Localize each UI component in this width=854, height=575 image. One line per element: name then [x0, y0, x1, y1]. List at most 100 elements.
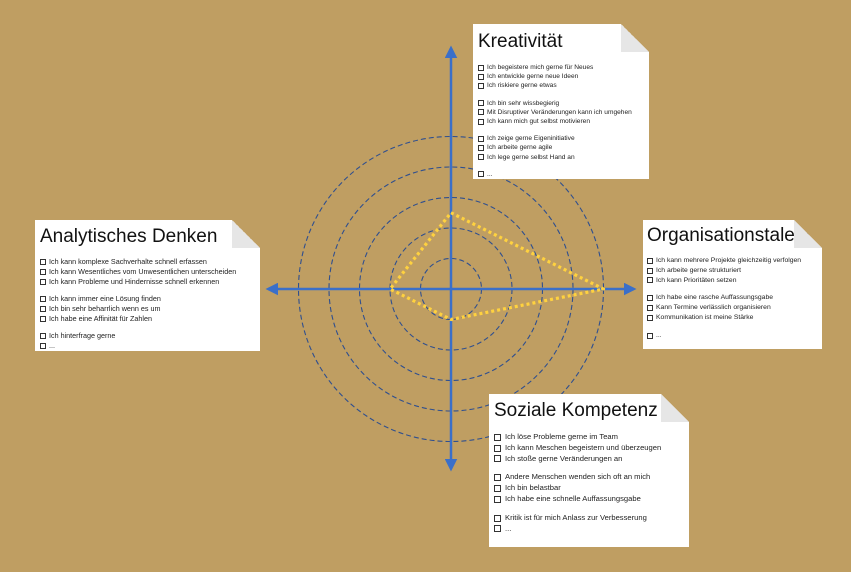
group-spacer	[647, 285, 822, 293]
frame-edge-right	[851, 0, 854, 575]
checkbox[interactable]	[40, 306, 46, 312]
checklist-item-label: Ich kann Prioritäten setzen	[656, 276, 737, 284]
checklist-item: Ich kann mich gut selbst motivieren	[478, 117, 649, 126]
checkbox[interactable]	[647, 305, 653, 311]
checklist-item: Ich kann Probleme und Hindernisse schnel…	[40, 277, 260, 287]
checkbox[interactable]	[478, 100, 484, 106]
checklist-item-label: Ich stoße gerne Veränderungen an	[505, 453, 623, 463]
checklist-item: ...	[647, 331, 822, 341]
note-title: Soziale Kompetenz	[494, 400, 658, 421]
checkbox[interactable]	[478, 65, 484, 71]
checklist-item: Ich löse Probleme gerne im Team	[494, 432, 689, 443]
note-title: Kreativität	[478, 31, 563, 52]
checklist-item: Ich bin sehr wissbegierig	[478, 99, 649, 108]
checklist-item-label: Ich bin sehr beharrlich wenn es um	[49, 304, 161, 313]
group-spacer	[478, 126, 649, 134]
checkbox[interactable]	[647, 268, 653, 274]
checklist-item-label: Ich arbeite gerne strukturiert	[656, 266, 742, 274]
checklist-item-label: Ich riskiere gerne etwas	[487, 82, 557, 90]
checklist-item: Ich entwickle gerne neue Ideen	[478, 72, 649, 81]
checklist-item: Ich bin sehr beharrlich wenn es um	[40, 304, 260, 314]
checklist-item: ...	[478, 170, 649, 179]
checklist-item: Ich habe eine schnelle Auffassungsgabe	[494, 494, 689, 505]
checklist-item: Ich habe eine rasche Auffassungsgabe	[647, 293, 822, 303]
checklist-item: Mit Disruptiver Veränderungen kann ich u…	[478, 108, 649, 117]
checklist-item: Ich kann immer eine Lösung finden	[40, 294, 260, 304]
checkbox[interactable]	[478, 119, 484, 125]
checklist-item-label: Ich bin sehr wissbegierig	[487, 99, 560, 107]
checklist-item: Ich lege gerne selbst Hand an	[478, 153, 649, 162]
checklist-item-label: Ich bin belastbar	[505, 483, 561, 493]
checklist-item: Ich arbeite gerne strukturiert	[647, 266, 822, 276]
checklist: Ich kann komplexe Sachverhalte schnell e…	[40, 257, 260, 351]
checkbox[interactable]	[40, 316, 46, 322]
checkbox[interactable]	[647, 277, 653, 283]
checklist-item-label: Ich arbeite gerne agile	[487, 144, 553, 152]
checklist-group: Ich hinterfrage gerne...	[40, 331, 260, 351]
checkbox[interactable]	[478, 83, 484, 89]
checkbox[interactable]	[647, 333, 653, 339]
checklist-item-label: Ich kann mich gut selbst motivieren	[487, 118, 590, 126]
checklist-item: Ich zeige gerne Eigeninitiative	[478, 134, 649, 143]
checklist-group: Kritik ist für mich Anlass zur Verbesser…	[494, 513, 689, 535]
checklist-item: Ich begeistere mich gerne für Neues	[478, 63, 649, 72]
note-kreativitaet: Kreativität Ich begeistere mich gerne fü…	[473, 24, 649, 179]
checklist-item-label: Ich kann immer eine Lösung finden	[49, 294, 161, 303]
group-spacer	[40, 287, 260, 294]
checkbox[interactable]	[478, 74, 484, 80]
checkbox[interactable]	[494, 434, 501, 441]
checkbox[interactable]	[40, 279, 46, 285]
group-spacer	[478, 162, 649, 170]
checklist-item-label: Ich zeige gerne Eigeninitiative	[487, 135, 575, 143]
note-soziale-kompetenz: Soziale Kompetenz Ich löse Probleme gern…	[489, 394, 689, 547]
checklist-item-label: Mit Disruptiver Veränderungen kann ich u…	[487, 108, 632, 116]
checklist-item-label: Kritik ist für mich Anlass zur Verbesser…	[505, 512, 647, 522]
note-analytisches-denken: Analytisches Denken Ich kann komplexe Sa…	[35, 220, 260, 351]
checklist-item-label: Ich kann mehrere Projekte gleichzeitig v…	[656, 257, 802, 264]
checklist-item: ...	[494, 524, 689, 535]
checkbox[interactable]	[40, 333, 46, 339]
group-spacer	[494, 505, 689, 513]
frame-edge-bottom	[0, 572, 854, 575]
checkbox[interactable]	[478, 171, 484, 177]
checkbox[interactable]	[494, 455, 501, 462]
checklist-item: Ich hinterfrage gerne	[40, 331, 260, 341]
checklist-item: Ich kann Prioritäten setzen	[647, 276, 822, 286]
checkbox[interactable]	[647, 258, 653, 264]
checkbox[interactable]	[647, 315, 653, 321]
checklist-item-label: Ich entwickle gerne neue Ideen	[487, 73, 579, 81]
checklist-item-label: Ich löse Probleme gerne im Team	[505, 432, 618, 441]
checklist-item-label: Ich begeistere mich gerne für Neues	[487, 64, 594, 71]
checkbox[interactable]	[478, 109, 484, 115]
checklist-item-label: Ich kann Meschen begeistern und überzeug…	[505, 442, 662, 452]
checkbox[interactable]	[40, 269, 46, 275]
checkbox[interactable]	[494, 496, 501, 503]
checkbox[interactable]	[478, 154, 484, 160]
checkbox[interactable]	[40, 259, 46, 265]
checkbox[interactable]	[40, 343, 46, 349]
checklist-item-label: Andere Menschen wenden sich oft an mich	[505, 472, 651, 482]
checkbox[interactable]	[494, 525, 501, 532]
checklist-item: ...	[40, 341, 260, 351]
checklist-group: ...	[478, 170, 649, 179]
checkbox[interactable]	[647, 295, 653, 301]
checklist-group: ...	[647, 331, 822, 341]
checkbox[interactable]	[494, 445, 501, 452]
checkbox[interactable]	[494, 515, 501, 522]
checkbox[interactable]	[478, 145, 484, 151]
checkbox[interactable]	[40, 296, 46, 302]
checklist-item: Ich stoße gerne Veränderungen an	[494, 454, 689, 465]
checklist-item-label: Kommunikation ist meine Stärke	[656, 313, 754, 321]
checkbox[interactable]	[494, 474, 501, 481]
checklist-item: Ich kann mehrere Projekte gleichzeitig v…	[647, 256, 822, 266]
checkbox[interactable]	[478, 136, 484, 142]
checklist-item: Ich kann Wesentliches vom Unwesentlichen…	[40, 267, 260, 277]
checkbox[interactable]	[494, 485, 501, 492]
